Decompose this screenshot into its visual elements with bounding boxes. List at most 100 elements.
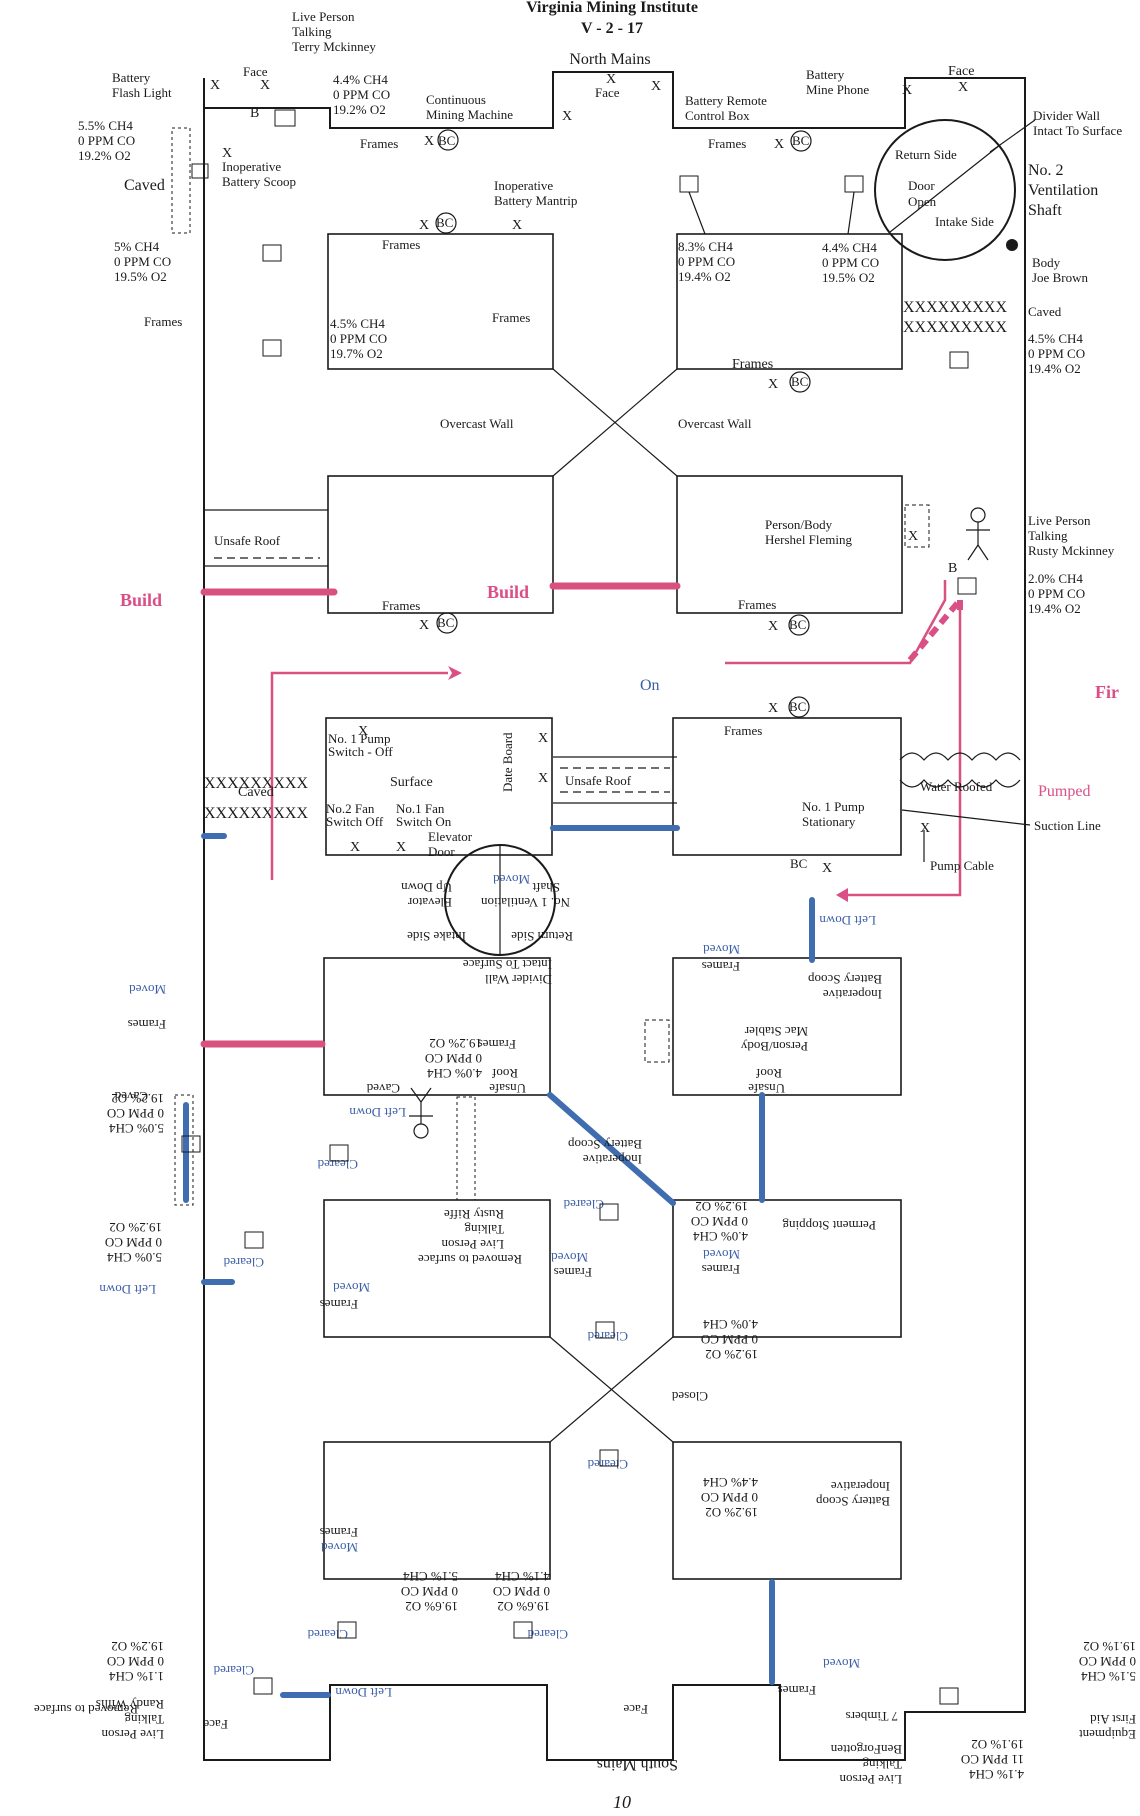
svg-text:0 PPM CO: 0 PPM CO [105,1235,162,1250]
svg-text:X: X [902,83,912,98]
svg-text:XXXXXXXXX: XXXXXXXXX [903,299,1007,316]
svg-text:Battery Scoop: Battery Scoop [816,1494,890,1509]
airflow-arrows [270,580,963,902]
pillar-blocks [323,233,903,1580]
svg-text:5.5% CH4: 5.5% CH4 [78,118,133,133]
svg-text:Intact To Surface: Intact To Surface [1033,123,1122,138]
svg-text:Moved: Moved [703,942,740,957]
svg-text:Cleared: Cleared [563,1197,604,1212]
svg-text:19.5% O2: 19.5% O2 [822,270,875,285]
svg-text:X: X [908,529,918,544]
svg-text:Caved: Caved [1028,304,1062,319]
page-number: 10 [613,1792,631,1812]
suction-line [901,809,1031,826]
svg-text:Intake Side: Intake Side [407,929,466,944]
svg-text:Pump Cable: Pump Cable [930,858,994,873]
svg-text:0 PPM CO: 0 PPM CO [1028,346,1085,361]
svg-text:0 PPM CO: 0 PPM CO [691,1214,748,1229]
svg-text:B: B [948,561,957,576]
svg-text:19.2% O2: 19.2% O2 [111,1639,164,1654]
svg-text:Cleared: Cleared [307,1627,348,1642]
svg-text:Inoperative: Inoperative [831,1479,890,1494]
svg-text:Frames: Frames [732,357,773,372]
svg-text:19.2% O2: 19.2% O2 [78,148,131,163]
svg-text:0 PPM CO: 0 PPM CO [425,1051,482,1066]
svg-text:Rusty Mckinney: Rusty Mckinney [1028,543,1115,558]
svg-text:Switch - Off: Switch - Off [328,744,393,759]
bracket-box-1 [904,504,930,548]
svg-text:Inoperative: Inoperative [494,178,553,193]
svg-text:Face: Face [203,1717,228,1732]
mine-outline [203,71,1026,1761]
svg-text:Hershel Fleming: Hershel Fleming [765,532,853,547]
svg-text:Return Side: Return Side [511,929,573,944]
svg-text:Left Down: Left Down [99,1282,156,1297]
svg-text:Battery: Battery [112,70,151,85]
svg-text:0 PPM CO: 0 PPM CO [493,1584,550,1599]
svg-text:Frames: Frames [554,1265,592,1280]
svg-text:19.4% O2: 19.4% O2 [678,269,731,284]
svg-text:X: X [260,78,270,93]
svg-text:Removed to surface: Removed to surface [418,1252,522,1267]
svg-text:Person/Body: Person/Body [740,1039,808,1054]
svg-text:X: X [350,840,360,855]
svg-text:BC: BC [438,133,455,148]
svg-text:Frames: Frames [382,237,420,252]
svg-text:0 PPM CO: 0 PPM CO [1028,586,1085,601]
svg-text:Face: Face [595,85,620,100]
svg-text:19.1% O2: 19.1% O2 [971,1737,1024,1752]
svg-text:XXXXXXXXX: XXXXXXXXX [903,319,1007,336]
svg-text:No.1 Fan: No.1 Fan [396,801,445,816]
svg-text:Frames: Frames [144,314,182,329]
svg-text:19.6% O2: 19.6% O2 [497,1599,550,1614]
svg-text:19.4% O2: 19.4% O2 [1028,361,1081,376]
svg-text:19.7% O2: 19.7% O2 [330,346,383,361]
svg-text:5.1% CH4: 5.1% CH4 [403,1569,458,1584]
svg-text:4.5% CH4: 4.5% CH4 [330,316,385,331]
bracket-box-2 [644,1019,670,1063]
svg-text:No. 1 Pump: No. 1 Pump [802,799,864,814]
svg-text:5.0% CH4: 5.0% CH4 [107,1250,162,1265]
svg-text:South Mains: South Mains [597,1756,678,1773]
svg-text:X: X [768,701,778,716]
svg-text:4.4% CH4: 4.4% CH4 [822,240,877,255]
svg-text:1.1% CH4: 1.1% CH4 [109,1669,164,1684]
svg-text:Unsafe: Unsafe [748,1081,785,1096]
svg-text:X: X [958,80,968,95]
svg-text:Perment Stopping: Perment Stopping [782,1218,876,1233]
svg-text:X: X [538,731,548,746]
svg-text:Terry Mckinney: Terry Mckinney [292,39,376,54]
svg-text:Caved: Caved [238,785,274,800]
svg-text:Battery Mantrip: Battery Mantrip [494,193,577,208]
svg-text:BC: BC [789,699,806,714]
svg-text:4.1% CH4: 4.1% CH4 [969,1767,1024,1782]
svg-text:0 PPM CO: 0 PPM CO [822,255,879,270]
north-mains-label: North Mains [569,51,650,68]
build-stoppings [200,582,681,1048]
svg-text:Person/Body: Person/Body [765,517,833,532]
svg-text:19.2% O2: 19.2% O2 [705,1347,758,1362]
svg-text:Suction Line: Suction Line [1034,818,1101,833]
svg-text:Moved: Moved [493,872,530,887]
svg-text:Face: Face [948,64,974,79]
svg-text:Unsafe: Unsafe [489,1081,526,1096]
svg-text:X: X [920,821,930,836]
svg-text:4.5% CH4: 4.5% CH4 [1028,331,1083,346]
svg-text:X: X [651,79,661,94]
svg-text:Date Board: Date Board [500,732,515,792]
svg-text:Frames: Frames [478,1037,516,1052]
svg-text:Inoperative: Inoperative [222,159,281,174]
svg-text:Inoperative: Inoperative [583,1152,642,1167]
svg-text:Caved: Caved [124,177,165,194]
svg-text:BC: BC [437,615,454,630]
svg-text:Left Down: Left Down [349,1105,406,1120]
svg-text:Closed: Closed [671,1389,708,1404]
live-person-icon [966,507,990,561]
svg-text:First Aid: First Aid [1090,1712,1136,1727]
svg-text:Caved: Caved [114,1089,148,1104]
svg-text:4.1% CH4: 4.1% CH4 [495,1569,550,1584]
svg-text:Cleared: Cleared [587,1329,628,1344]
svg-text:Frames: Frames [724,723,762,738]
svg-text:0 PPM CO: 0 PPM CO [107,1106,164,1121]
svg-text:Frames: Frames [738,597,776,612]
